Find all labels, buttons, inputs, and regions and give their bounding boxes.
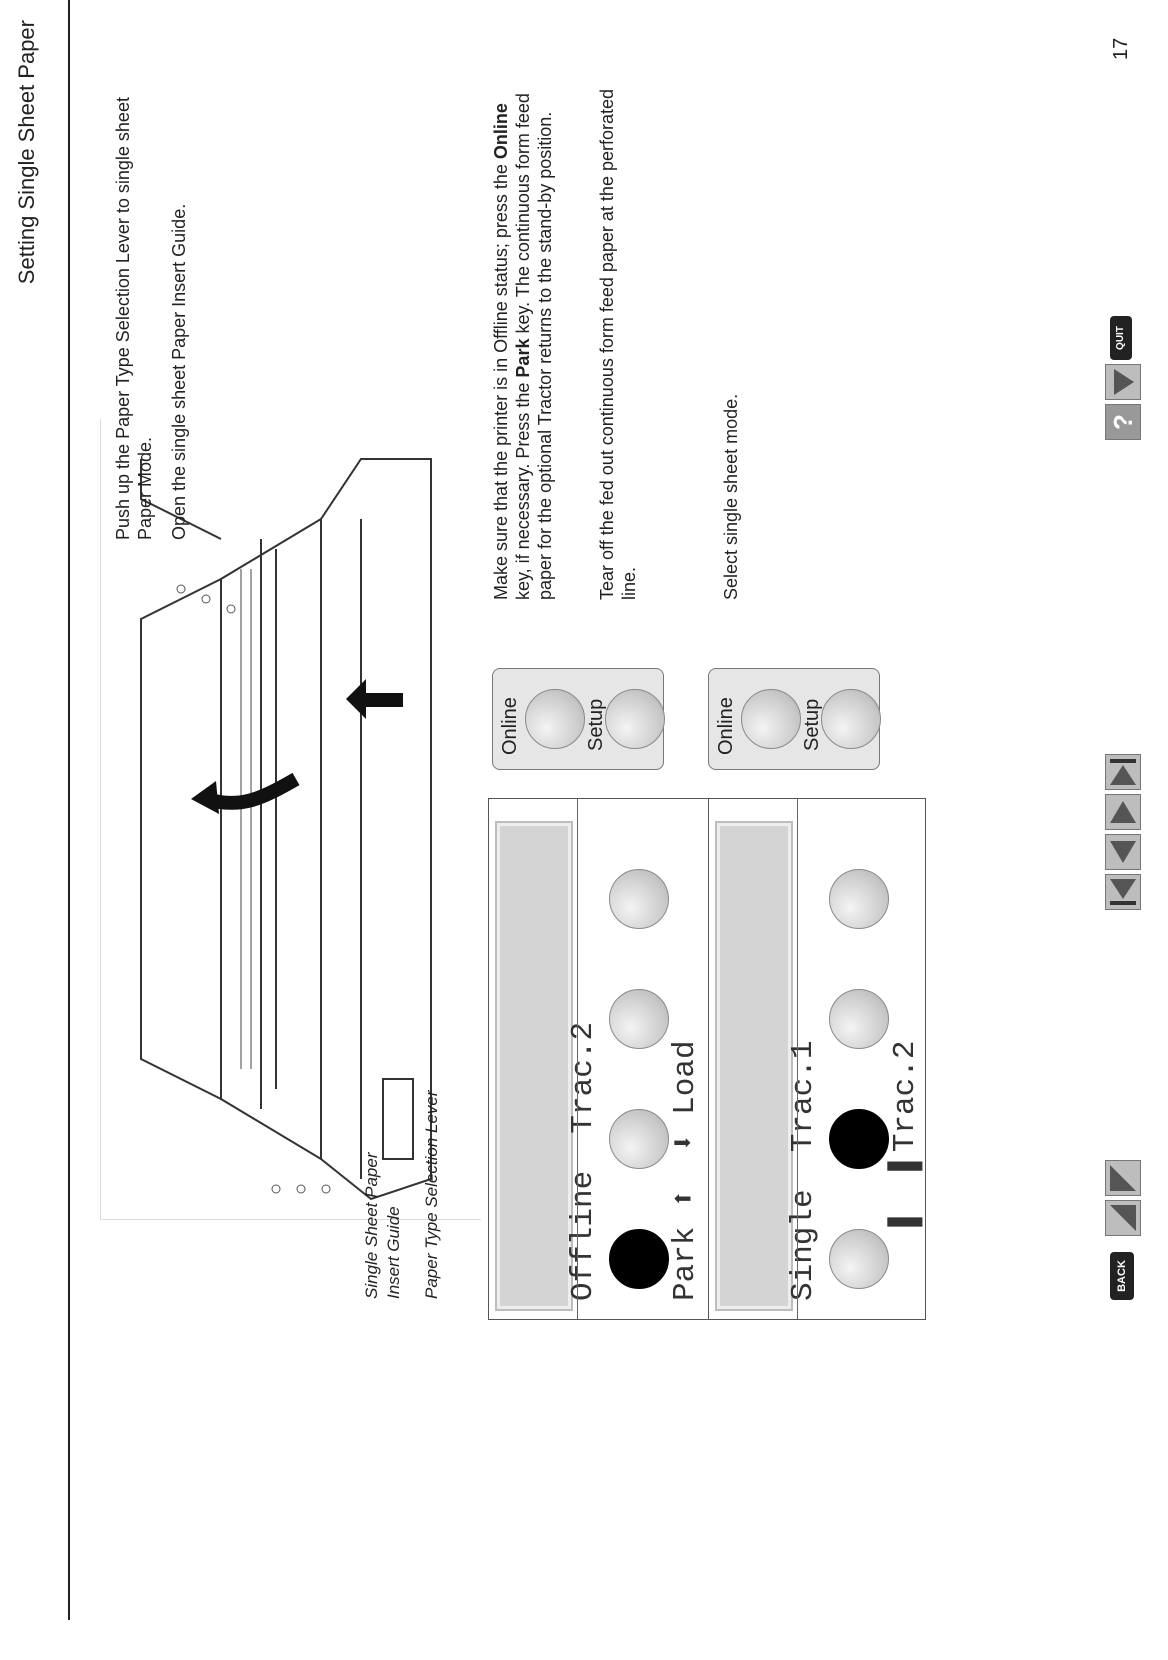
last-page-icon [1110,759,1136,785]
last-page-button[interactable] [1105,754,1141,790]
next-page-icon [1110,801,1136,823]
triangle-down-icon [1114,369,1134,395]
step5-text: Select single sheet mode. [721,393,741,600]
online-button[interactable] [525,689,585,749]
triangle-up-left-icon [1110,1205,1136,1231]
prev-page-button[interactable] [1105,834,1141,870]
panel-button-1[interactable] [829,1229,889,1289]
guide-label-line1: Single Sheet Paper [362,1152,381,1300]
down-arrow-button[interactable] [1105,364,1141,400]
online-key-label: Online [715,697,737,755]
page-number: 17 [1110,37,1132,60]
setup-key-label: Setup [585,698,607,751]
first-page-button[interactable] [1105,874,1141,910]
panel-button-3[interactable] [609,989,669,1049]
help-button[interactable]: ? [1105,404,1141,440]
panel-button-3[interactable] [829,989,889,1049]
online-key-label: Online [499,697,521,755]
step3-text-mid: key, if necessary. Press the [513,377,533,600]
quit-button[interactable]: QUIT [1110,316,1132,360]
triangle-down-left-icon [1110,1165,1136,1191]
step3-text: Make sure that the printer is in Offline… [490,80,556,600]
setup-key-label: Setup [801,698,823,751]
step4-text: Tear off the fed out continuous form fee… [597,88,639,600]
prev-page-icon [1110,841,1136,863]
step3-park-key: Park [513,338,533,378]
lever-label: Paper Type Selection Lever [422,1090,441,1299]
panel-button-4[interactable] [829,869,889,929]
printer-illustration: Single Sheet Paper Insert Guide Paper Ty… [100,419,481,1299]
header-rule [68,0,70,1620]
step2-text: Open the single sheet Paper Insert Guide… [169,203,189,540]
lcd-screen-single: Single Trac.1 ▌ ▌Trac.2 [715,821,923,1311]
setup-button[interactable] [821,689,881,749]
step3-text-pre: Make sure that the printer is in Offline… [491,159,511,600]
panel-button-2[interactable] [609,1109,669,1169]
nav-next-icon[interactable] [1105,1160,1141,1196]
setup-button[interactable] [605,689,665,749]
lcd-divider [577,799,578,1319]
lcd-screen-offline: Offline Trac.2 Park ⬆ ⬇ Load [495,821,703,1311]
lcd-panel-single: Single Trac.1 ▌ ▌Trac.2 [708,798,926,1320]
keypad-offline: Online Setup [492,668,665,770]
step3-online-key: Online [491,103,511,160]
page-title: Setting Single Sheet Paper [14,20,39,285]
step1-text: Push up the Paper Type Selection Lever t… [113,97,155,540]
printer-drawing [140,458,432,1201]
guide-label-line2: Insert Guide [384,1206,403,1299]
back-button[interactable]: BACK [1110,1252,1134,1300]
next-page-button[interactable] [1105,794,1141,830]
nav-prev-icon[interactable] [1105,1200,1141,1236]
panel-button-single[interactable] [829,1109,889,1169]
first-page-icon [1110,879,1136,905]
lcd-panel-offline: Offline Trac.2 Park ⬆ ⬇ Load [488,798,710,1320]
lcd-line1: Single Trac.1 [786,1040,821,1301]
lcd-line2: Park ⬆ ⬇ Load [668,1040,703,1301]
lcd-divider [797,799,798,1319]
panel-button-park[interactable] [609,1229,669,1289]
keypad-single: Online Setup [708,668,881,770]
panel-button-load[interactable] [609,869,669,929]
lcd-line1: Offline Trac.2 [566,1021,601,1301]
online-button[interactable] [741,689,801,749]
lcd-line2: ▌ ▌Trac.2 [888,1040,923,1301]
